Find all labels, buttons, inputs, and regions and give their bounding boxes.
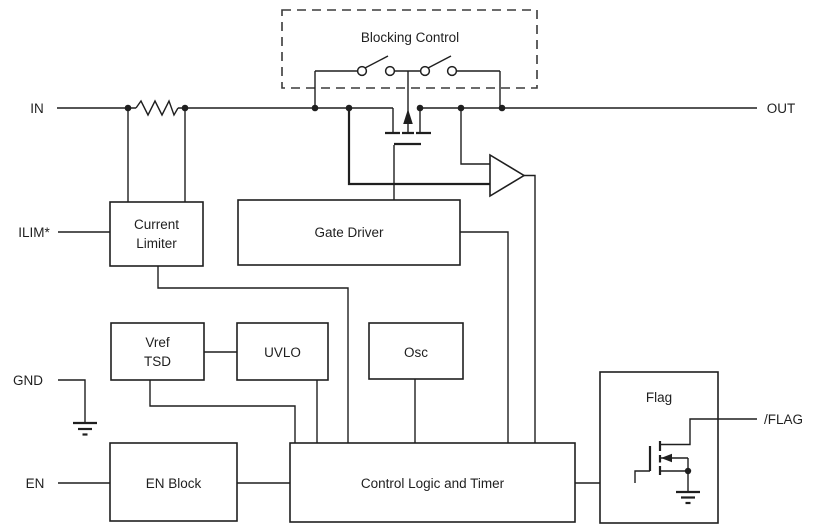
control-logic-box bbox=[289, 442, 576, 523]
flag-ground-icon bbox=[676, 490, 700, 505]
blocking-switches bbox=[314, 55, 501, 108]
current-limiter-box bbox=[109, 201, 204, 267]
blocking-control-box bbox=[281, 9, 538, 89]
pin-ilim-label: ILIM* bbox=[18, 225, 50, 240]
pin-flag-label: /FLAG bbox=[764, 412, 803, 427]
control-logic-label: Control Logic and Timer bbox=[361, 476, 505, 491]
uvlo-label: UVLO bbox=[264, 345, 301, 360]
vref-tsd-box bbox=[110, 322, 205, 381]
current-limiter-label-2: Limiter bbox=[136, 236, 177, 251]
gate-driver-out-wire bbox=[460, 231, 509, 443]
comparator-symbol bbox=[347, 108, 536, 443]
blocking-switch-1 bbox=[356, 55, 396, 77]
current-limiter-label-1: Current bbox=[134, 217, 179, 232]
pin-gnd-label: GND bbox=[13, 373, 43, 388]
osc-box bbox=[368, 322, 464, 380]
flag-label: Flag bbox=[646, 390, 672, 405]
gnd-ground-icon bbox=[58, 379, 97, 436]
pin-en-label: EN bbox=[26, 476, 45, 491]
en-block-box bbox=[109, 442, 238, 522]
vref-out-wire bbox=[149, 380, 296, 443]
blocking-control-label: Blocking Control bbox=[361, 30, 459, 45]
fet-body-arrow-icon bbox=[403, 109, 413, 124]
flag-fet-body-arrow-icon bbox=[661, 453, 672, 463]
en-block-label: EN Block bbox=[146, 476, 202, 491]
pin-out-label: OUT bbox=[767, 101, 796, 116]
uvlo-box bbox=[236, 322, 329, 381]
vref-tsd-label-1: Vref bbox=[145, 335, 170, 350]
junction-dots bbox=[124, 104, 506, 112]
vref-tsd-label-2: TSD bbox=[144, 354, 171, 369]
blocking-switch-2 bbox=[419, 55, 458, 77]
sense-resistor-symbol bbox=[135, 99, 179, 117]
pass-fet-symbol bbox=[385, 71, 431, 200]
gate-driver-box bbox=[237, 199, 461, 266]
main-rail-wire bbox=[57, 99, 757, 117]
current-limiter-out-wire bbox=[157, 266, 349, 443]
current-limiter-sense-wires bbox=[127, 108, 186, 202]
pin-in-label: IN bbox=[30, 101, 44, 116]
osc-label: Osc bbox=[404, 345, 428, 360]
gate-driver-label: Gate Driver bbox=[314, 225, 384, 240]
flag-fet-symbol bbox=[634, 418, 757, 492]
